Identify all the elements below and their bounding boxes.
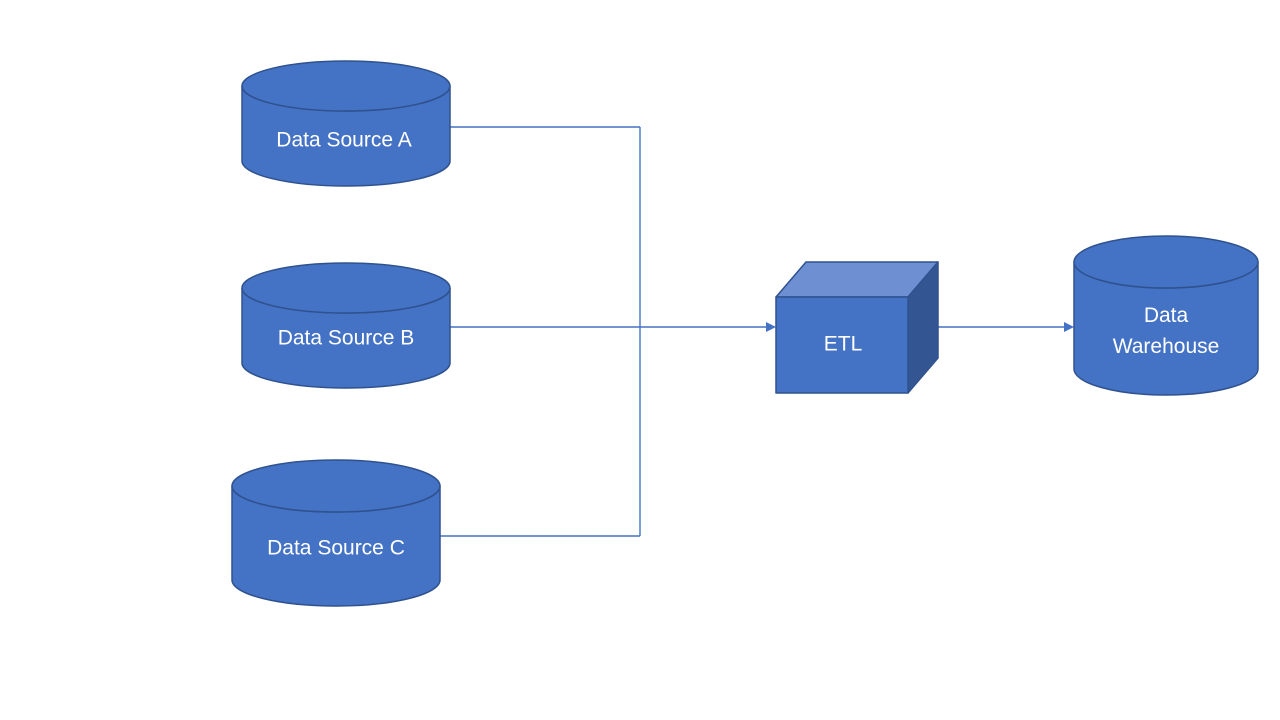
cylinder-data-warehouse bbox=[1073, 235, 1259, 396]
connector-source-b-to-etl bbox=[450, 322, 776, 332]
arrowhead-into-etl bbox=[766, 322, 776, 332]
label-data-source-a: Data Source A bbox=[276, 128, 412, 152]
connector-etl-to-warehouse bbox=[938, 322, 1074, 332]
label-data-source-b: Data Source B bbox=[277, 326, 415, 350]
label-data-warehouse: Data Warehouse bbox=[1113, 300, 1220, 362]
cylinder-top-ellipse bbox=[231, 459, 441, 513]
cylinder-data-source-a bbox=[241, 60, 451, 187]
cube-front-face bbox=[775, 296, 909, 394]
cylinder-top-ellipse bbox=[241, 262, 451, 314]
cylinder-top-ellipse bbox=[1073, 235, 1259, 289]
cylinder-data-source-c bbox=[231, 459, 441, 607]
label-data-warehouse-line1: Data bbox=[1143, 304, 1189, 327]
label-etl: ETL bbox=[823, 332, 863, 356]
cube-etl bbox=[775, 261, 939, 394]
label-data-source-c: Data Source C bbox=[267, 536, 405, 560]
arrowhead-into-warehouse bbox=[1064, 322, 1074, 332]
label-data-warehouse-line2: Warehouse bbox=[1112, 335, 1220, 358]
cylinder-top-ellipse bbox=[241, 60, 451, 112]
cylinder-data-source-b bbox=[241, 262, 451, 389]
